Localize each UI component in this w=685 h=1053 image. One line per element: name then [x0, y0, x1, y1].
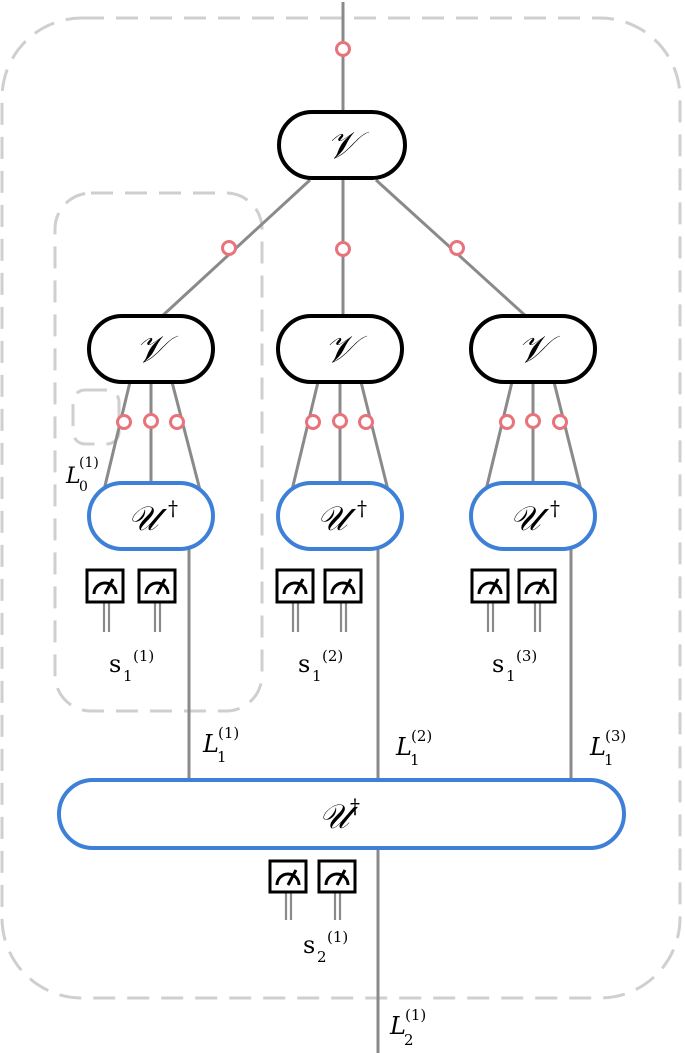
- node: [449, 240, 465, 256]
- svg-text:(1): (1): [79, 455, 99, 471]
- svg-text:(2): (2): [411, 727, 432, 745]
- svg-text:1: 1: [312, 667, 322, 685]
- measurement-meter-icon: [85, 568, 125, 604]
- label-L0-1: L 0 (1): [65, 455, 99, 495]
- v-gate-top: 𝒱: [277, 110, 407, 180]
- wire-v1-u1-a: [102, 381, 132, 491]
- svg-text:(2): (2): [322, 647, 343, 665]
- svg-text:L: L: [65, 464, 81, 489]
- svg-text:L: L: [202, 730, 219, 758]
- measurement-meter-icon: [517, 568, 557, 604]
- svg-text:1: 1: [410, 751, 420, 769]
- svg-text:1: 1: [604, 751, 614, 769]
- measurement-meter-icon: [470, 568, 510, 604]
- v-gate-3: 𝒱: [469, 314, 597, 384]
- svg-text:1: 1: [217, 748, 227, 766]
- svg-text:0: 0: [79, 479, 88, 495]
- svg-text:s: s: [109, 650, 121, 678]
- measurement-meters: [85, 568, 557, 894]
- node: [169, 414, 185, 430]
- measurement-meter-icon: [268, 859, 308, 894]
- measurement-meter-icon: [275, 568, 315, 604]
- measurement-meter-icon: [137, 568, 177, 604]
- svg-text:2: 2: [404, 1031, 414, 1049]
- svg-text:(1): (1): [405, 1006, 426, 1024]
- outer-dashed-region: [0, 16, 682, 1000]
- u-dagger-gate-2: 𝒰 †: [276, 481, 404, 551]
- measurement-meter-icon: [317, 859, 357, 894]
- nodes: [116, 41, 568, 430]
- classical-wires: [102, 602, 542, 920]
- svg-text:1: 1: [123, 667, 133, 685]
- node: [335, 41, 351, 57]
- node: [221, 240, 237, 256]
- wire-v1-u1-c: [170, 381, 202, 491]
- measurement-meter-icon: [323, 568, 363, 604]
- svg-text:s: s: [298, 650, 310, 678]
- svg-text:(3): (3): [516, 647, 537, 665]
- label-s1-3: s 1 (3): [492, 647, 537, 685]
- svg-text:(1): (1): [327, 928, 348, 946]
- u-dagger-gate-3: 𝒰 †: [469, 481, 597, 551]
- node: [143, 413, 159, 429]
- u-dagger-gate-1: 𝒰 †: [87, 481, 215, 551]
- svg-text:s: s: [492, 650, 504, 678]
- svg-text:1: 1: [506, 667, 516, 685]
- node: [525, 413, 541, 429]
- node: [332, 413, 348, 429]
- u-dagger-gate-big: 𝒰 †: [57, 778, 626, 850]
- label-s1-2: s 1 (2): [298, 647, 343, 685]
- dagger-label: †: [550, 496, 560, 520]
- label-s1-1: s 1 (1): [109, 647, 154, 685]
- wire-v2-u2-c: [359, 381, 390, 491]
- wires: [102, 2, 583, 1053]
- node: [335, 241, 351, 257]
- v-gate-1: 𝒱: [87, 314, 215, 384]
- dagger-label: †: [357, 496, 367, 520]
- svg-text:L: L: [395, 733, 412, 761]
- wire-v3-u3-a: [484, 381, 514, 491]
- svg-text:(3): (3): [605, 727, 626, 745]
- svg-text:(1): (1): [218, 724, 239, 742]
- label-L1-3: L 1 (3): [589, 727, 626, 769]
- small-dashed-region: [71, 388, 121, 446]
- node: [116, 414, 132, 430]
- inner-dashed-region: [53, 191, 264, 713]
- v-gate-2: 𝒱: [276, 314, 404, 384]
- dagger-label: †: [350, 794, 360, 818]
- node: [499, 414, 515, 430]
- label-L1-1: L 1 (1): [202, 724, 239, 766]
- svg-text:s: s: [303, 931, 315, 959]
- svg-text:2: 2: [317, 948, 327, 966]
- svg-text:L: L: [389, 1012, 406, 1040]
- label-L2-1: L 2 (1): [389, 1006, 426, 1049]
- node: [552, 414, 568, 430]
- wire-v3-u3-c: [552, 381, 583, 491]
- wire-v2-u2-a: [290, 381, 320, 491]
- svg-text:L: L: [589, 733, 606, 761]
- label-s2-1: s 2 (1): [303, 928, 348, 966]
- node: [305, 414, 321, 430]
- svg-text:(1): (1): [133, 647, 154, 665]
- label-L1-2: L 1 (2): [395, 727, 432, 769]
- node: [358, 414, 374, 430]
- dagger-label: †: [168, 496, 178, 520]
